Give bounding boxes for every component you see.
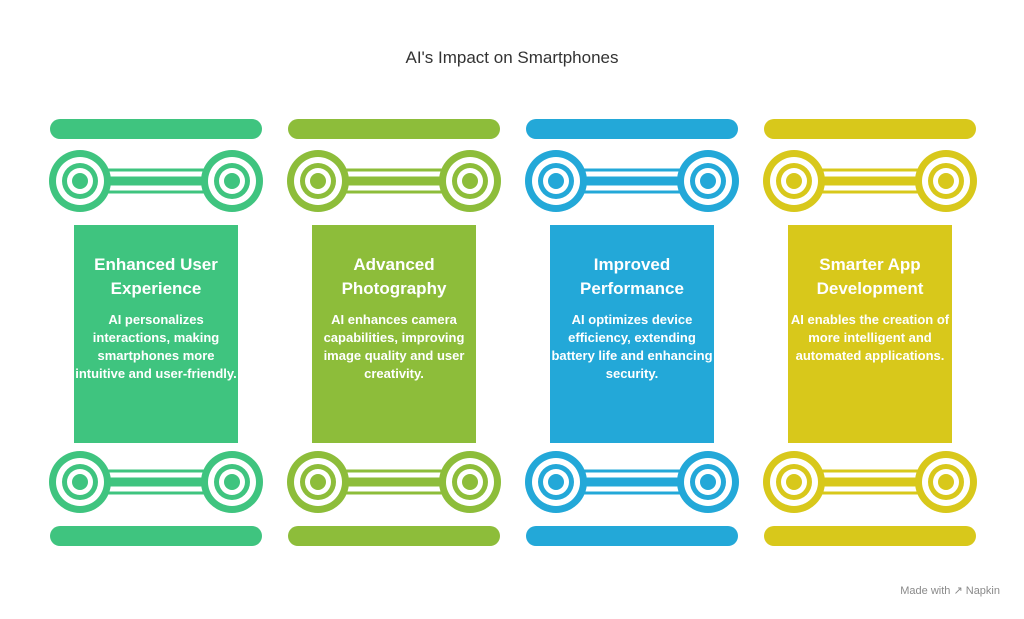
pillar-decoration <box>287 119 501 546</box>
pillar-decoration <box>525 119 739 546</box>
made-with-napkin-watermark: Made with ↗ Napkin <box>900 584 1000 597</box>
pillar-description: AI enables the creation of more intellig… <box>790 312 950 363</box>
napkin-logo-icon: ↗ <box>953 585 963 597</box>
page-title: AI's Impact on Smartphones <box>405 48 619 67</box>
pillar-bottom-cap <box>50 526 262 546</box>
pillar-description: AI personalizes interactions, making sma… <box>75 312 237 381</box>
pillar-top-cap <box>526 119 738 139</box>
pillar-bottom-cap <box>526 526 738 546</box>
pillar-body <box>312 225 476 443</box>
pillar-description: AI enhances camera capabilities, improvi… <box>323 312 465 381</box>
pillar-decoration <box>49 119 263 546</box>
pillar-body <box>74 225 238 443</box>
watermark-brand: Napkin <box>965 585 1000 597</box>
pillar-description: AI optimizes device efficiency, extendin… <box>551 312 713 381</box>
pillar-top-cap <box>50 119 262 139</box>
pillar-top-cap <box>288 119 500 139</box>
pillar-bottom-cap <box>764 526 976 546</box>
pillar-body <box>550 225 714 443</box>
pillar-bottom-cap <box>288 526 500 546</box>
pillar-decoration <box>763 119 977 546</box>
pillar-top-cap <box>764 119 976 139</box>
watermark-prefix: Made with <box>900 585 951 597</box>
pillar-body <box>788 225 952 443</box>
